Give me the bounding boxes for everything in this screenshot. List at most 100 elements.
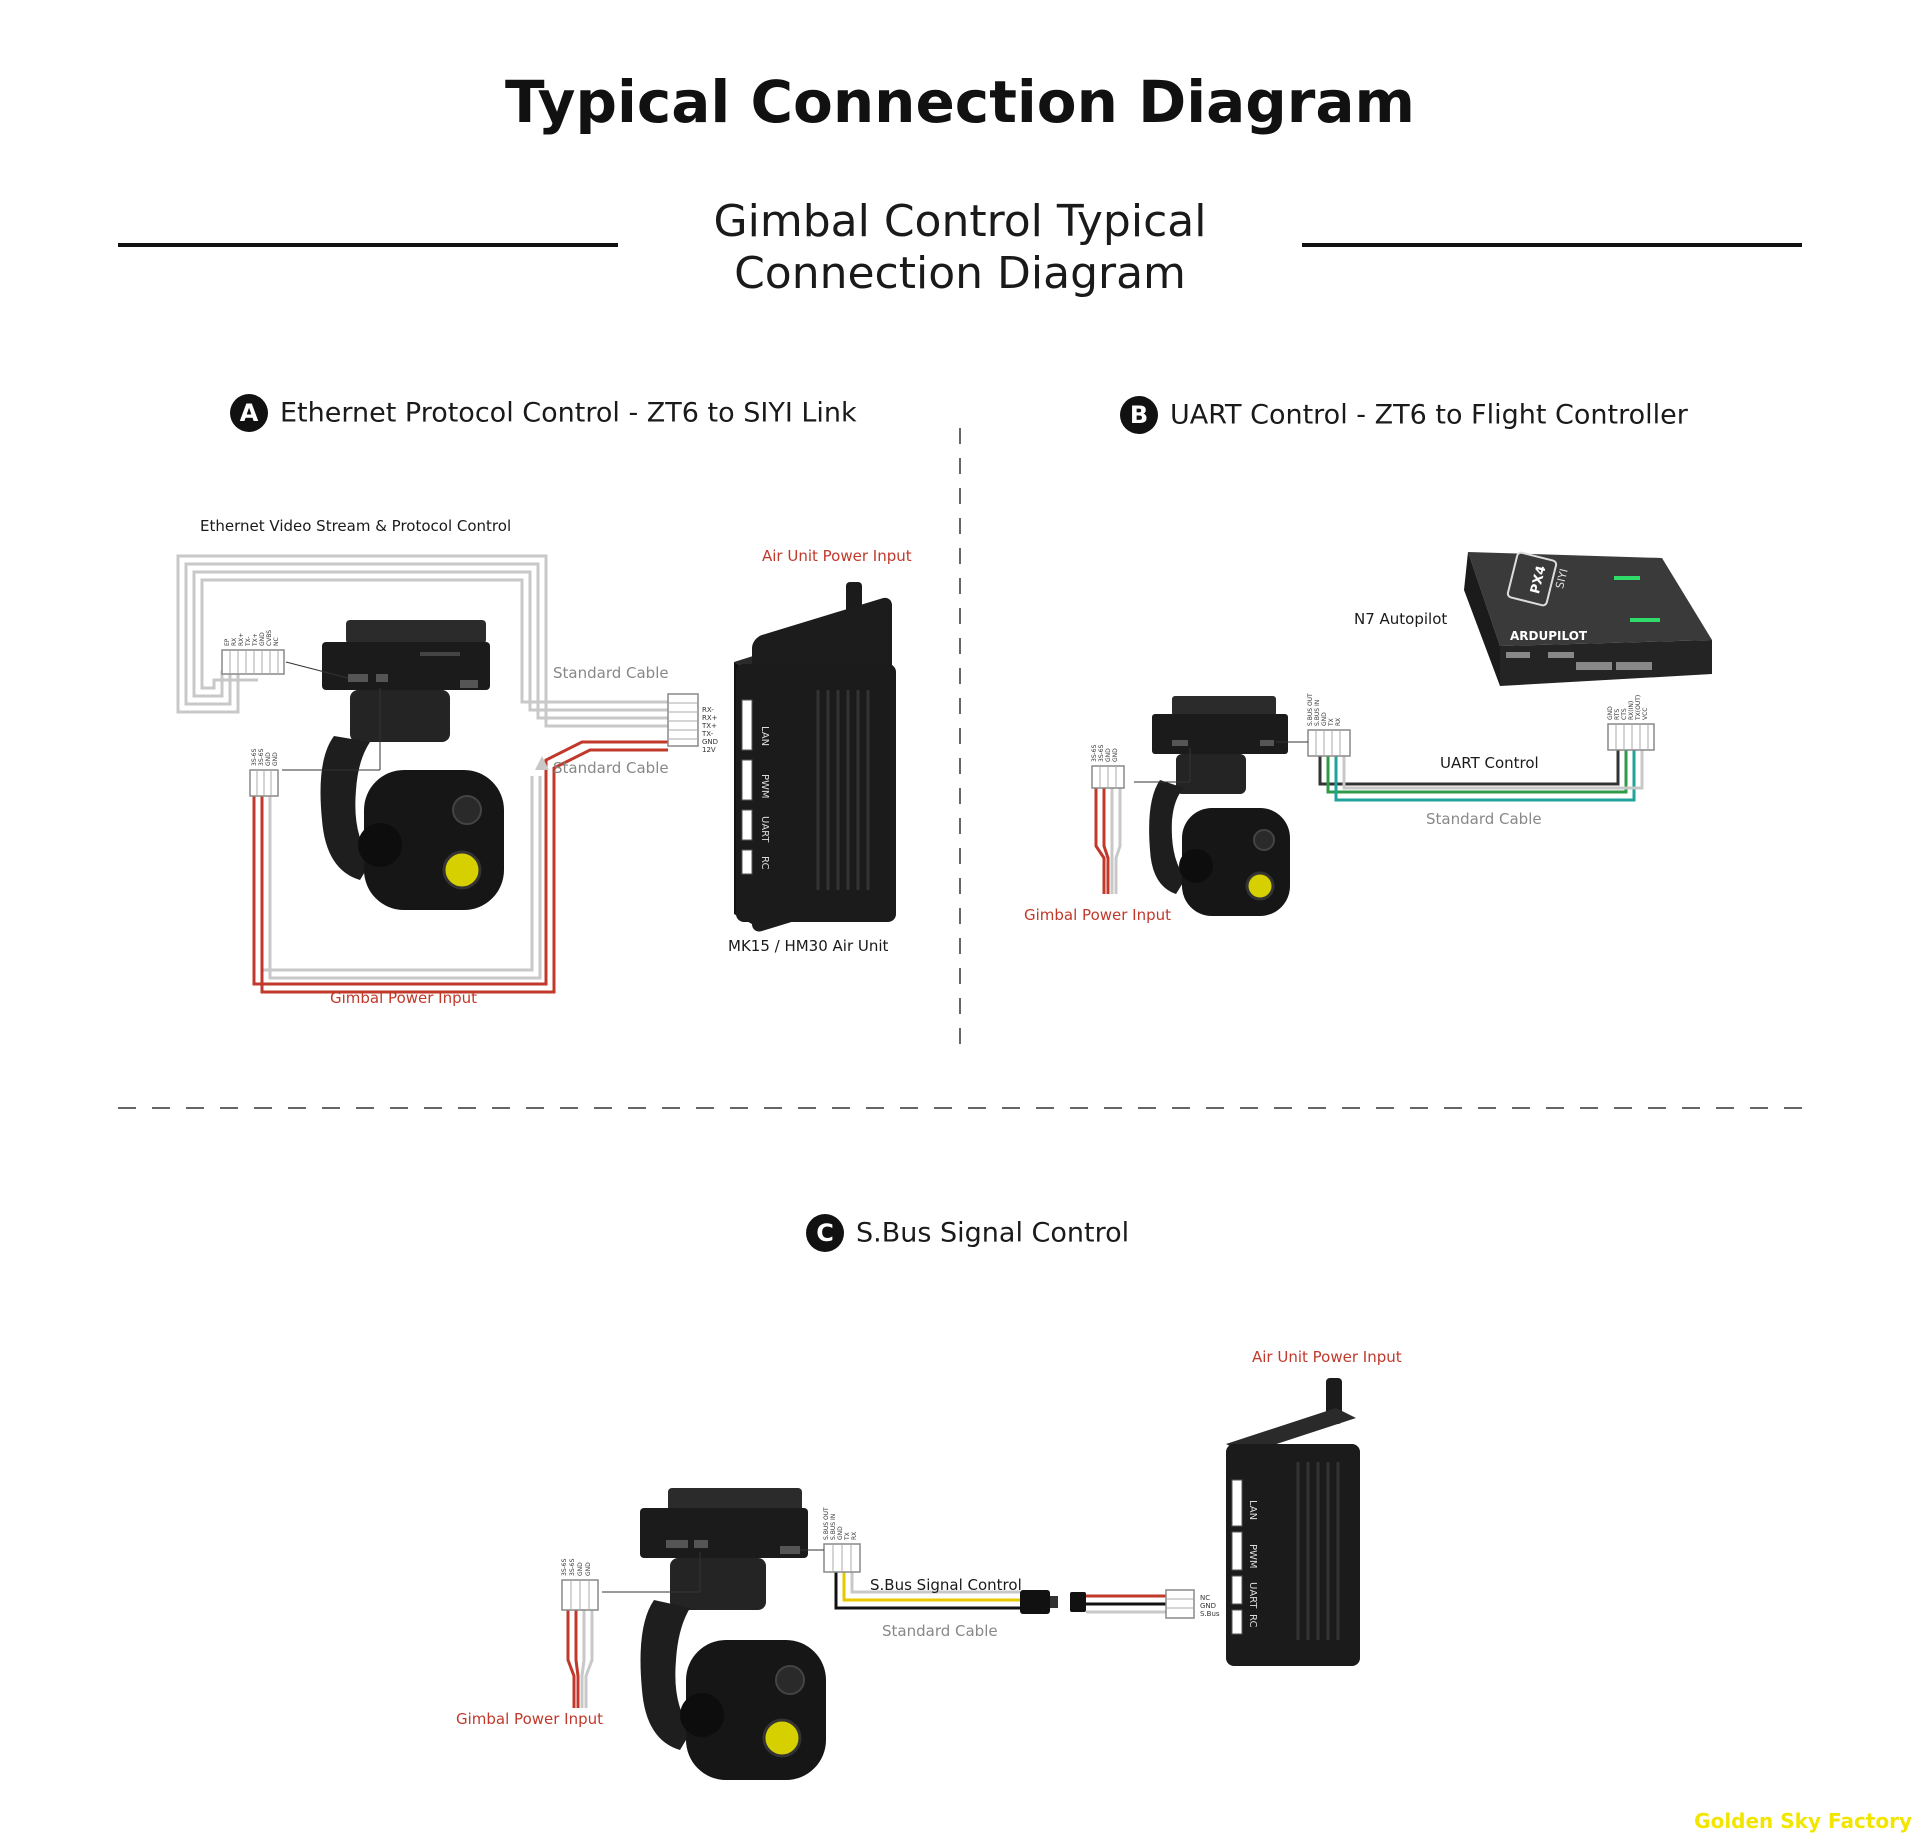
eth-pin-label-6: 12V (702, 746, 716, 754)
sbus-cable (834, 1570, 1020, 1610)
gimbal-power-pin-a-2: GND (265, 752, 272, 766)
gimbal-uart-pin-3: TX (1328, 718, 1335, 727)
subtitle-line-1: Gimbal Control Typical (713, 196, 1207, 247)
section-a-diagram: RX- RX+ TX+ TX- GND 12V LAN PWM UART RC (176, 517, 912, 1007)
autopilot-px4-text: PX4 (1528, 564, 1549, 595)
autopilot-brand-text: ARDUPILOT (1510, 629, 1588, 643)
sbus-plug-male (1020, 1590, 1058, 1614)
subtitle-line-2: Connection Diagram (734, 248, 1186, 299)
gimbal-eth-pin-6: CVBS (266, 630, 273, 646)
section-a-badge: A (230, 394, 268, 432)
gimbal-power-connector-b (1091, 765, 1125, 789)
air-power-label-a: Air Unit Power Input (762, 547, 912, 565)
standard-cable-label-b: Standard Cable (1426, 810, 1542, 828)
power-cable-b (1094, 774, 1122, 894)
fc-uart-pin-0: GND (1607, 706, 1614, 720)
fc-uart-connector (1607, 723, 1655, 751)
gimbal-sbus-connector (823, 1543, 861, 1573)
fc-uart-pin-3: RX(IN) (1628, 701, 1635, 720)
air-eth-connector (667, 693, 699, 747)
air-port-rc-c: RC (1247, 1614, 1258, 1627)
fc-uart-pin-1: RTS (1614, 709, 1621, 720)
section-b-title-text: UART Control - ZT6 to Flight Controller (1170, 399, 1688, 431)
fc-uart-pin-4: TX(OUT) (1635, 695, 1642, 721)
air-port-rc: RC (759, 856, 770, 869)
fc-uart-pin-5: VCC (1642, 708, 1649, 720)
gimbal-sbus-pin-4: RX (851, 1532, 858, 1540)
eth-pin-label-5: GND (702, 738, 718, 746)
gimbal-uart-pin-2: GND (1321, 712, 1328, 726)
air-port-pwm-c: PWM (1247, 1544, 1258, 1569)
autopilot-maker-text: SIYI (1553, 567, 1571, 590)
section-a-title: A Ethernet Protocol Control - ZT6 to SIYI… (230, 394, 857, 432)
ethernet-label: Ethernet Video Stream & Protocol Control (200, 517, 511, 535)
standard-cable-label-a1: Standard Cable (553, 664, 669, 682)
section-b-title: B UART Control - ZT6 to Flight Controller (1120, 396, 1688, 434)
power-arrow-icon (535, 756, 549, 770)
uart-control-label: UART Control (1440, 754, 1539, 772)
gimbal-eth-pin-2: RX+ (238, 633, 245, 646)
fc-uart-pin-2: CTS (1621, 708, 1628, 720)
air-port-lan-c: LAN (1247, 1500, 1258, 1520)
gimbal-power-connector-c (561, 1579, 599, 1611)
gimbal-power-pin-a-1: 3S-6S (258, 748, 265, 766)
eth-pin-label-3: TX+ (701, 722, 717, 730)
section-b-diagram: PX4 SIYI ARDUPILOT N7 Autopilot (1024, 551, 1712, 924)
air-unit-name-a: MK15 / HM30 Air Unit (728, 937, 889, 955)
gimbal-power-pin-a-3: GND (272, 752, 279, 766)
gimbal-power-pin-b-2: GND (1105, 748, 1112, 762)
power-cable-a (252, 740, 668, 994)
gimbal-power-pin-c-3: GND (585, 1562, 592, 1576)
section-c-diagram: NC GND S.Bus (456, 1348, 1402, 1780)
gimbal-eth-pin-5: GND (259, 632, 266, 646)
sbus-signal-label: S.Bus Signal Control (870, 1576, 1022, 1594)
gimbal-eth-pin-1: RX (231, 638, 238, 646)
gimbal-sbus-pin-1: S.BUS IN (830, 1514, 837, 1540)
gimbal-sbus-pin-0: S.BUS OUT (823, 1507, 830, 1540)
air-sbus-connector (1165, 1589, 1195, 1619)
gimbal-power-pin-b-0: 3S-6S (1091, 744, 1098, 762)
gimbal-power-pin-b-3: GND (1112, 748, 1119, 762)
gimbal-power-label-a: Gimbal Power Input (330, 989, 477, 1007)
page-title: Typical Connection Diagram (505, 68, 1415, 136)
air-port-pwm: PWM (759, 774, 770, 799)
air-pin-gnd: GND (1200, 1602, 1216, 1610)
section-c-badge: C (806, 1214, 844, 1252)
eth-pin-label-4: TX- (701, 730, 714, 738)
air-port-uart: UART (759, 816, 770, 843)
gimbal-uart-connector (1307, 729, 1351, 757)
gimbal-power-pin-c-0: 3S-6S (561, 1558, 568, 1576)
n7-autopilot (1464, 551, 1712, 686)
gimbal-uart-pin-4: RX (1335, 718, 1342, 726)
section-b-badge: B (1120, 396, 1158, 434)
gimbal-eth-pin-7: NC (273, 637, 280, 646)
gimbal-power-connector-a (249, 769, 279, 797)
section-c-title-text: S.Bus Signal Control (856, 1217, 1130, 1249)
gimbal-power-label-c: Gimbal Power Input (456, 1710, 603, 1728)
gimbal-camera-b (1149, 696, 1290, 916)
subtitle-rule-left (118, 243, 618, 247)
subtitle-rule-right (1302, 243, 1802, 247)
air-port-uart-c: UART (1247, 1582, 1258, 1609)
section-a-title-text: Ethernet Protocol Control - ZT6 to SIYI … (280, 397, 857, 429)
gimbal-eth-connector (221, 649, 285, 675)
power-cable-c (566, 1610, 594, 1708)
air-pin-nc: NC (1200, 1594, 1210, 1602)
uart-cable (1318, 746, 1644, 802)
eth-pin-label-2: RX+ (702, 714, 718, 722)
gimbal-eth-pin-0: EP (224, 638, 231, 646)
air-unit-a (734, 582, 896, 932)
watermark: Golden Sky Factory (1694, 1809, 1912, 1833)
air-pin-sbus: S.Bus (1200, 1610, 1220, 1618)
gimbal-power-pin-c-2: GND (577, 1562, 584, 1576)
gimbal-power-pin-a-0: 3S-6S (251, 748, 258, 766)
gimbal-eth-pin-3: TX- (245, 636, 252, 647)
air-power-label-c: Air Unit Power Input (1252, 1348, 1402, 1366)
gimbal-sbus-pin-3: TX (844, 1532, 851, 1541)
gimbal-uart-pin-1: S.BUS IN (1314, 700, 1321, 726)
eth-pin-label-1: RX- (702, 706, 714, 714)
gimbal-power-label-b: Gimbal Power Input (1024, 906, 1171, 924)
gimbal-power-pin-b-1: 3S-6S (1098, 744, 1105, 762)
autopilot-label: N7 Autopilot (1354, 610, 1447, 628)
